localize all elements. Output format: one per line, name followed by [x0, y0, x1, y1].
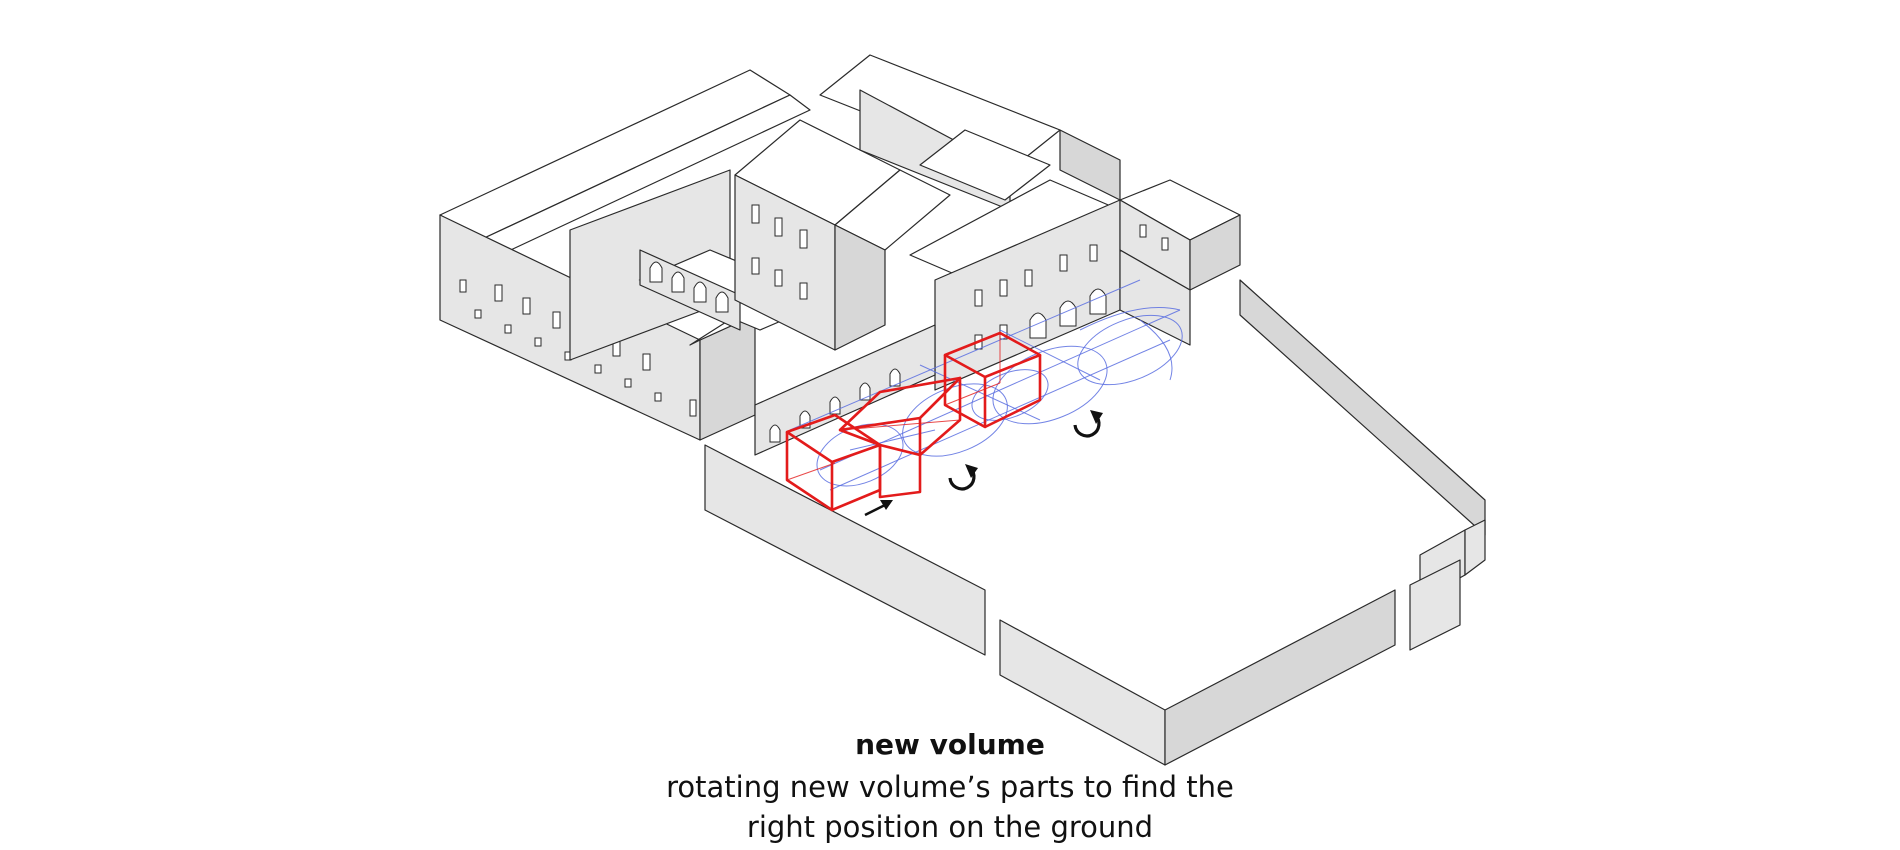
new-volume-part-2 [838, 376, 962, 499]
right-building [909, 179, 1121, 391]
central-building [734, 119, 951, 351]
back-buildings [819, 54, 1121, 211]
facade-windows [459, 279, 697, 417]
boundary-walls [704, 279, 1486, 766]
new-volume [785, 331, 1042, 512]
new-volume-part-3 [943, 331, 1042, 429]
corner-building [1119, 179, 1241, 346]
move-arrow-icon [864, 500, 893, 517]
caption-line-2: right position on the ground [746, 810, 1154, 844]
caption-line-1: rotating new volume’s parts to find the [666, 770, 1234, 804]
rotation-arrow-icon [948, 464, 978, 491]
caption-title: new volume [855, 728, 1045, 761]
rotation-arrow-icon [1073, 410, 1103, 438]
courtyard-front-wall [754, 324, 936, 456]
